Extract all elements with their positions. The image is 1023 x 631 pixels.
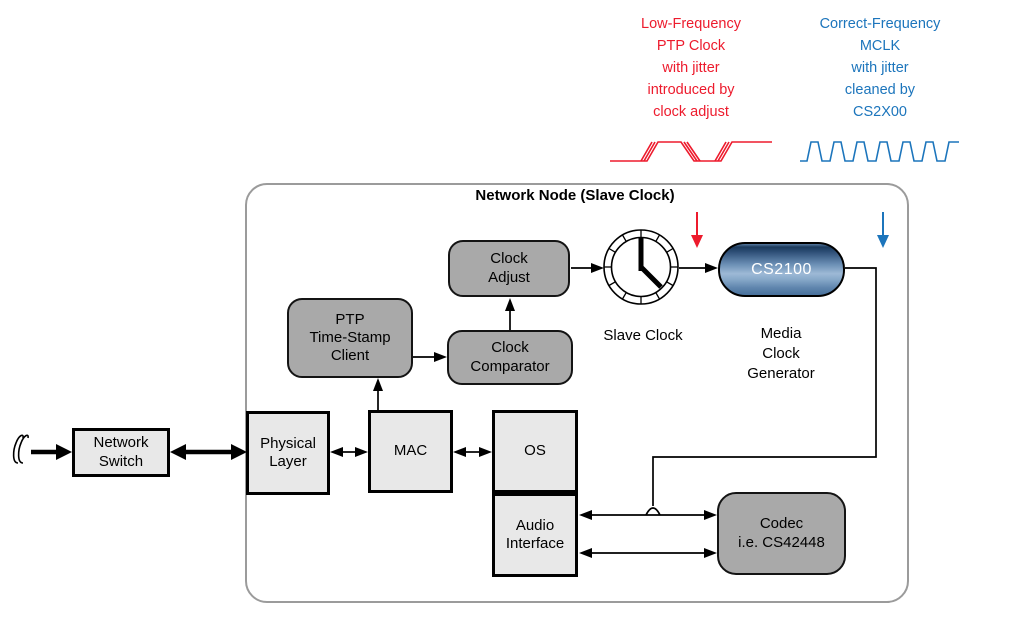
- signal-break-icon: [12, 434, 29, 464]
- node-clock-adjust: Clock Adjust: [448, 240, 570, 297]
- slave-clock-label: Slave Clock: [603, 327, 683, 344]
- annotation-mclk: Correct-Frequency MCLK with jitter clean…: [819, 16, 941, 121]
- jittery-clock-waveform-icon: [610, 141, 772, 162]
- node-os: OS: [492, 410, 578, 493]
- clean-clock-waveform-icon: [800, 141, 959, 162]
- node-clock-comparator: Clock Comparator: [447, 330, 573, 385]
- media-clock-generator-label: Media Clock Generator: [747, 325, 815, 383]
- node-ptp-time-stamp-client: PTP Time-Stamp Client: [287, 298, 413, 378]
- node-physical-layer: Physical Layer: [246, 411, 330, 495]
- container-title: Network Node (Slave Clock): [475, 187, 675, 204]
- node-codec: Codec i.e. CS42448: [717, 492, 846, 575]
- annotation-ptp-clock: Low-Frequency PTP Clock with jitter intr…: [641, 16, 741, 121]
- node-audio-interface: Audio Interface: [492, 493, 578, 577]
- node-network-switch: Network Switch: [72, 428, 170, 477]
- node-mac: MAC: [368, 410, 453, 493]
- node-cs2100: CS2100: [718, 242, 845, 297]
